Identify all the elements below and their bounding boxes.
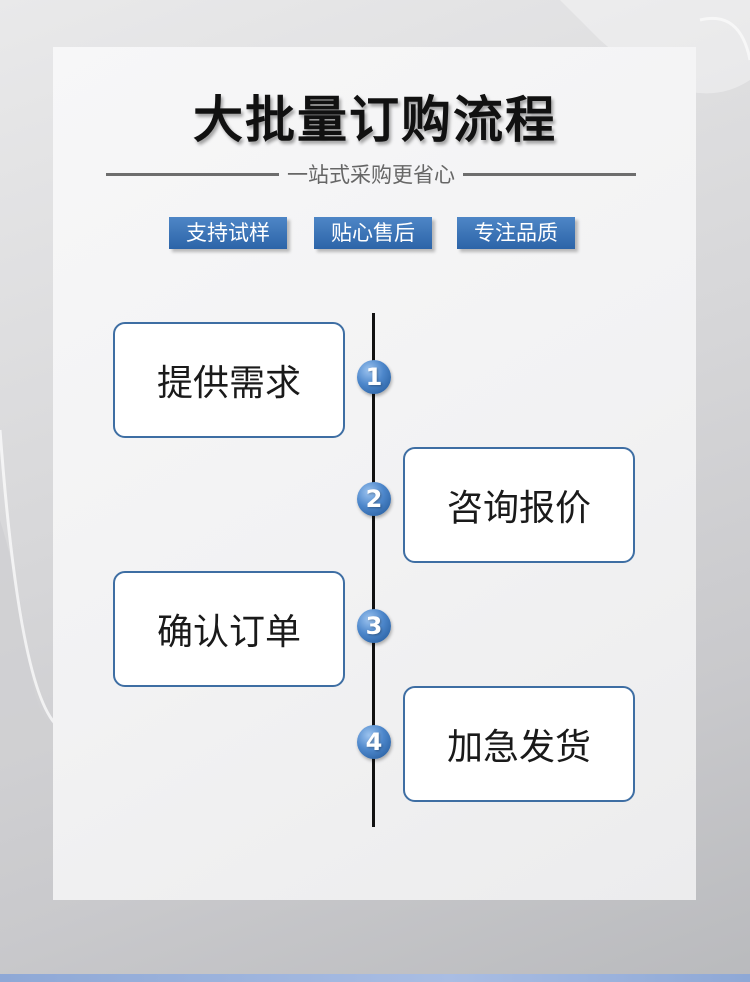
- step-number-1: 1: [357, 360, 391, 394]
- badge-after-sales: 贴心售后: [314, 217, 432, 249]
- subtitle-divider-left: [106, 172, 279, 176]
- subtitle-divider-right: [463, 172, 636, 176]
- subtitle: 一站式采购更省心: [287, 163, 455, 187]
- bottom-accent-strip: [0, 974, 750, 982]
- timeline-line: [372, 313, 375, 827]
- badge-sample: 支持试样: [169, 217, 287, 249]
- step-number-3: 3: [357, 609, 391, 643]
- step-number-2: 2: [357, 482, 391, 516]
- step-box-4: 加急发货: [403, 686, 635, 802]
- step-box-1: 提供需求: [113, 322, 345, 438]
- step-box-2: 咨询报价: [403, 447, 635, 563]
- step-box-3: 确认订单: [113, 571, 345, 687]
- page-title: 大批量订购流程: [193, 91, 557, 149]
- subtitle-row: 一站式采购更省心: [106, 158, 636, 190]
- step-number-4: 4: [357, 725, 391, 759]
- badge-quality: 专注品质: [457, 217, 575, 249]
